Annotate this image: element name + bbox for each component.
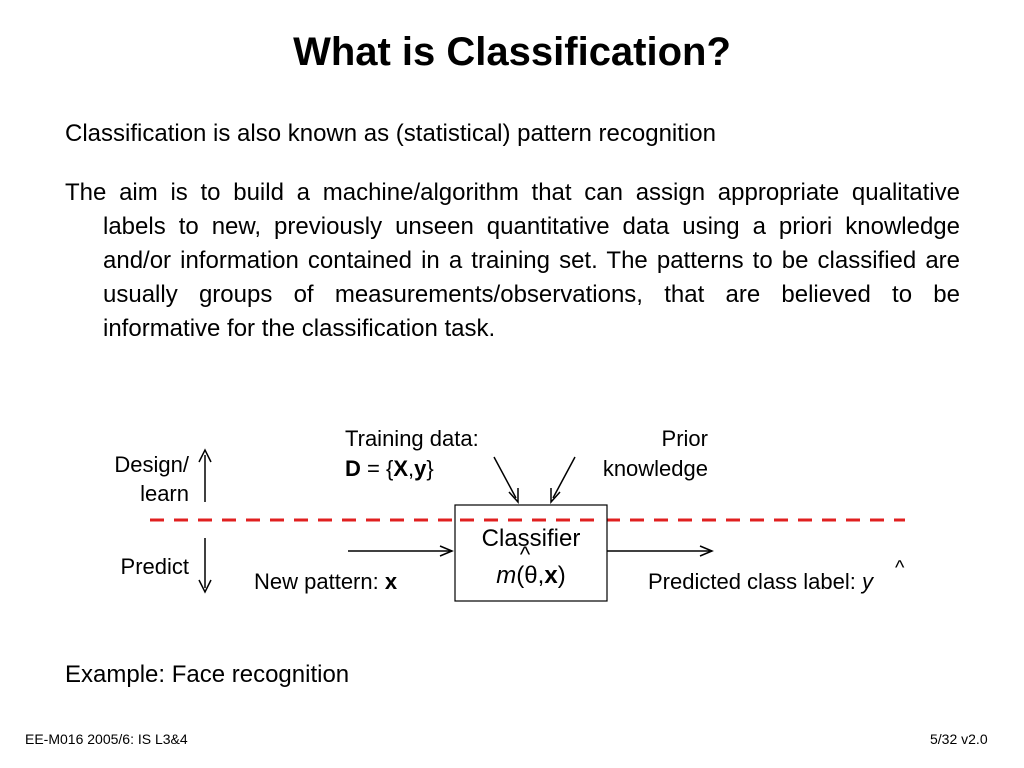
training-data-formula: D = {X,y} [345, 456, 434, 481]
output-arrow-head [699, 545, 714, 557]
footer-page: 5/32 v2.0 [930, 731, 988, 747]
design-label-line1: Design/ [114, 452, 189, 477]
training-data-label: Training data: [345, 426, 479, 451]
predict-label: Predict [121, 554, 189, 579]
new-pattern-label: New pattern: x [254, 569, 398, 594]
predicted-label: Predicted class label: y [648, 569, 875, 594]
example-line: Example: Face recognition [65, 661, 350, 688]
prior-arrow [552, 456, 576, 499]
input-arrow-head [439, 545, 454, 557]
intro-paragraph: Classification is also known as (statist… [65, 120, 716, 147]
design-label-line2: learn [140, 481, 189, 506]
classifier-box [454, 504, 608, 602]
classifier-label: Classifier [482, 525, 581, 552]
aim-paragraph: The aim is to build a machine/algorithm … [65, 179, 960, 342]
footer-course: EE-M016 2005/6: IS L3&4 [25, 731, 188, 747]
slide-title: What is Classification? [293, 30, 731, 74]
theta-hat: ^ [520, 542, 531, 567]
predict-arrow-head [198, 579, 212, 594]
design-arrow-head [198, 448, 212, 463]
prior-label-line2: knowledge [603, 456, 708, 481]
classifier-model: m(θ,x) [496, 562, 565, 589]
y-hat: ^ [895, 557, 905, 579]
prior-label-line1: Prior [662, 426, 708, 451]
prior-arrow-head [550, 488, 561, 504]
training-arrow [493, 456, 517, 499]
training-arrow-head [508, 488, 519, 504]
